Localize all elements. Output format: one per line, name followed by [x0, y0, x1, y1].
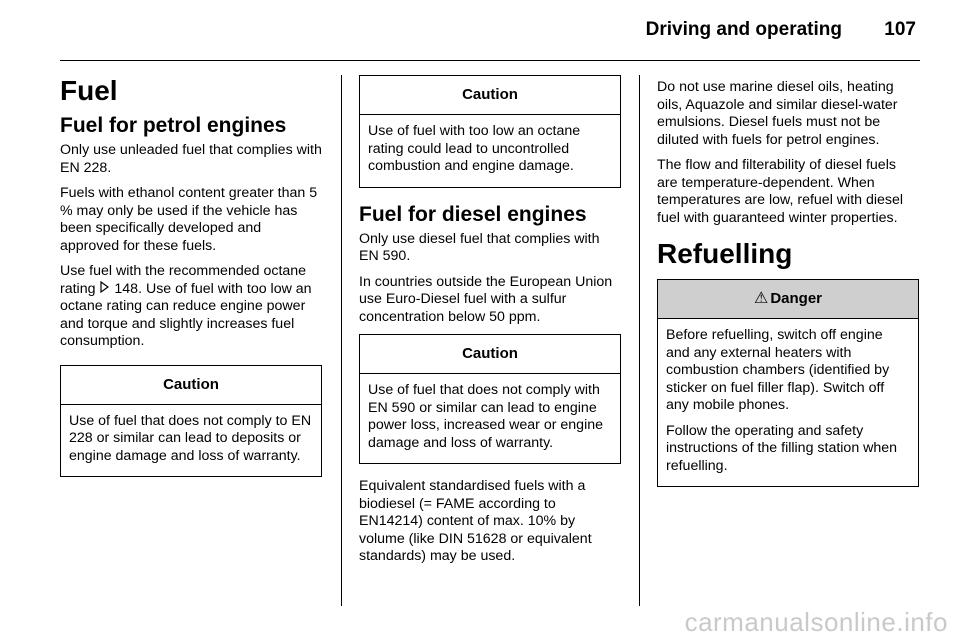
danger-text: Follow the operating and safety instruct… [666, 422, 898, 474]
caution-box: Caution Use of fuel that does not comply… [60, 364, 322, 477]
header-rule [60, 60, 920, 61]
page-reference[interactable]: 148 [114, 280, 139, 297]
caution-title: Caution [360, 76, 620, 115]
section-title-refuelling: Refuelling [657, 238, 793, 269]
caution-title: Caution [61, 366, 321, 405]
section-title-fuel: Fuel [60, 75, 118, 106]
caution-text: Use of fuel that does not comply with EN… [368, 382, 604, 451]
danger-text: Before refuelling, switch off engine and… [666, 327, 890, 413]
column-3: Do not use marine diesel oils, heating o… [657, 79, 919, 501]
warning-triangle-icon: ⚠ [753, 290, 769, 308]
danger-header: ⚠ Danger [658, 280, 918, 319]
column-2: Caution Use of fuel with too low an octa… [359, 75, 621, 574]
paragraph-text: Use fuel with the recommended octane rat… [60, 263, 307, 297]
paragraph-text: . Use of fuel with too low an octane rat… [60, 280, 312, 350]
sub-title-petrol: Fuel for petrol engines [60, 114, 287, 137]
danger-box: ⚠ Danger Before refuelling, switch off e… [657, 279, 919, 487]
paragraph: Use fuel with the recommended octane rat… [60, 263, 322, 351]
page-reference-arrow-icon [99, 280, 110, 299]
caution-box: Caution Use of fuel that does not comply… [359, 334, 621, 464]
caution-title: Caution [360, 335, 620, 374]
paragraph: Do not use marine diesel oils, heating o… [657, 79, 898, 148]
caution-text: Use of fuel that does not comply to EN 2… [69, 412, 312, 464]
column-1: Fuel Fuel for petrol engines Only use un… [60, 72, 322, 491]
column-divider [341, 75, 342, 606]
paragraph: Equivalent standardised fuels with a bio… [359, 478, 592, 564]
paragraph: Only use unleaded fuel that complies wit… [60, 142, 322, 176]
caution-text: Use of fuel with too low an octane ratin… [368, 123, 581, 174]
danger-title: Danger [770, 290, 823, 308]
caution-box: Caution Use of fuel with too low an octa… [359, 75, 621, 188]
page-number: 107 [884, 19, 916, 40]
column-divider [639, 75, 640, 606]
paragraph: In countries outside the European Union … [359, 273, 613, 325]
paragraph: The flow and filterability of diesel fue… [657, 157, 904, 226]
watermark: carmanualsonline.info [684, 607, 948, 637]
sub-title-diesel: Fuel for diesel engines [359, 202, 587, 226]
paragraph: Only use diesel fuel that complies with … [359, 230, 600, 265]
paragraph: Fuels with ethanol content greater than … [60, 185, 318, 254]
header-title: Driving and operating [645, 19, 842, 40]
